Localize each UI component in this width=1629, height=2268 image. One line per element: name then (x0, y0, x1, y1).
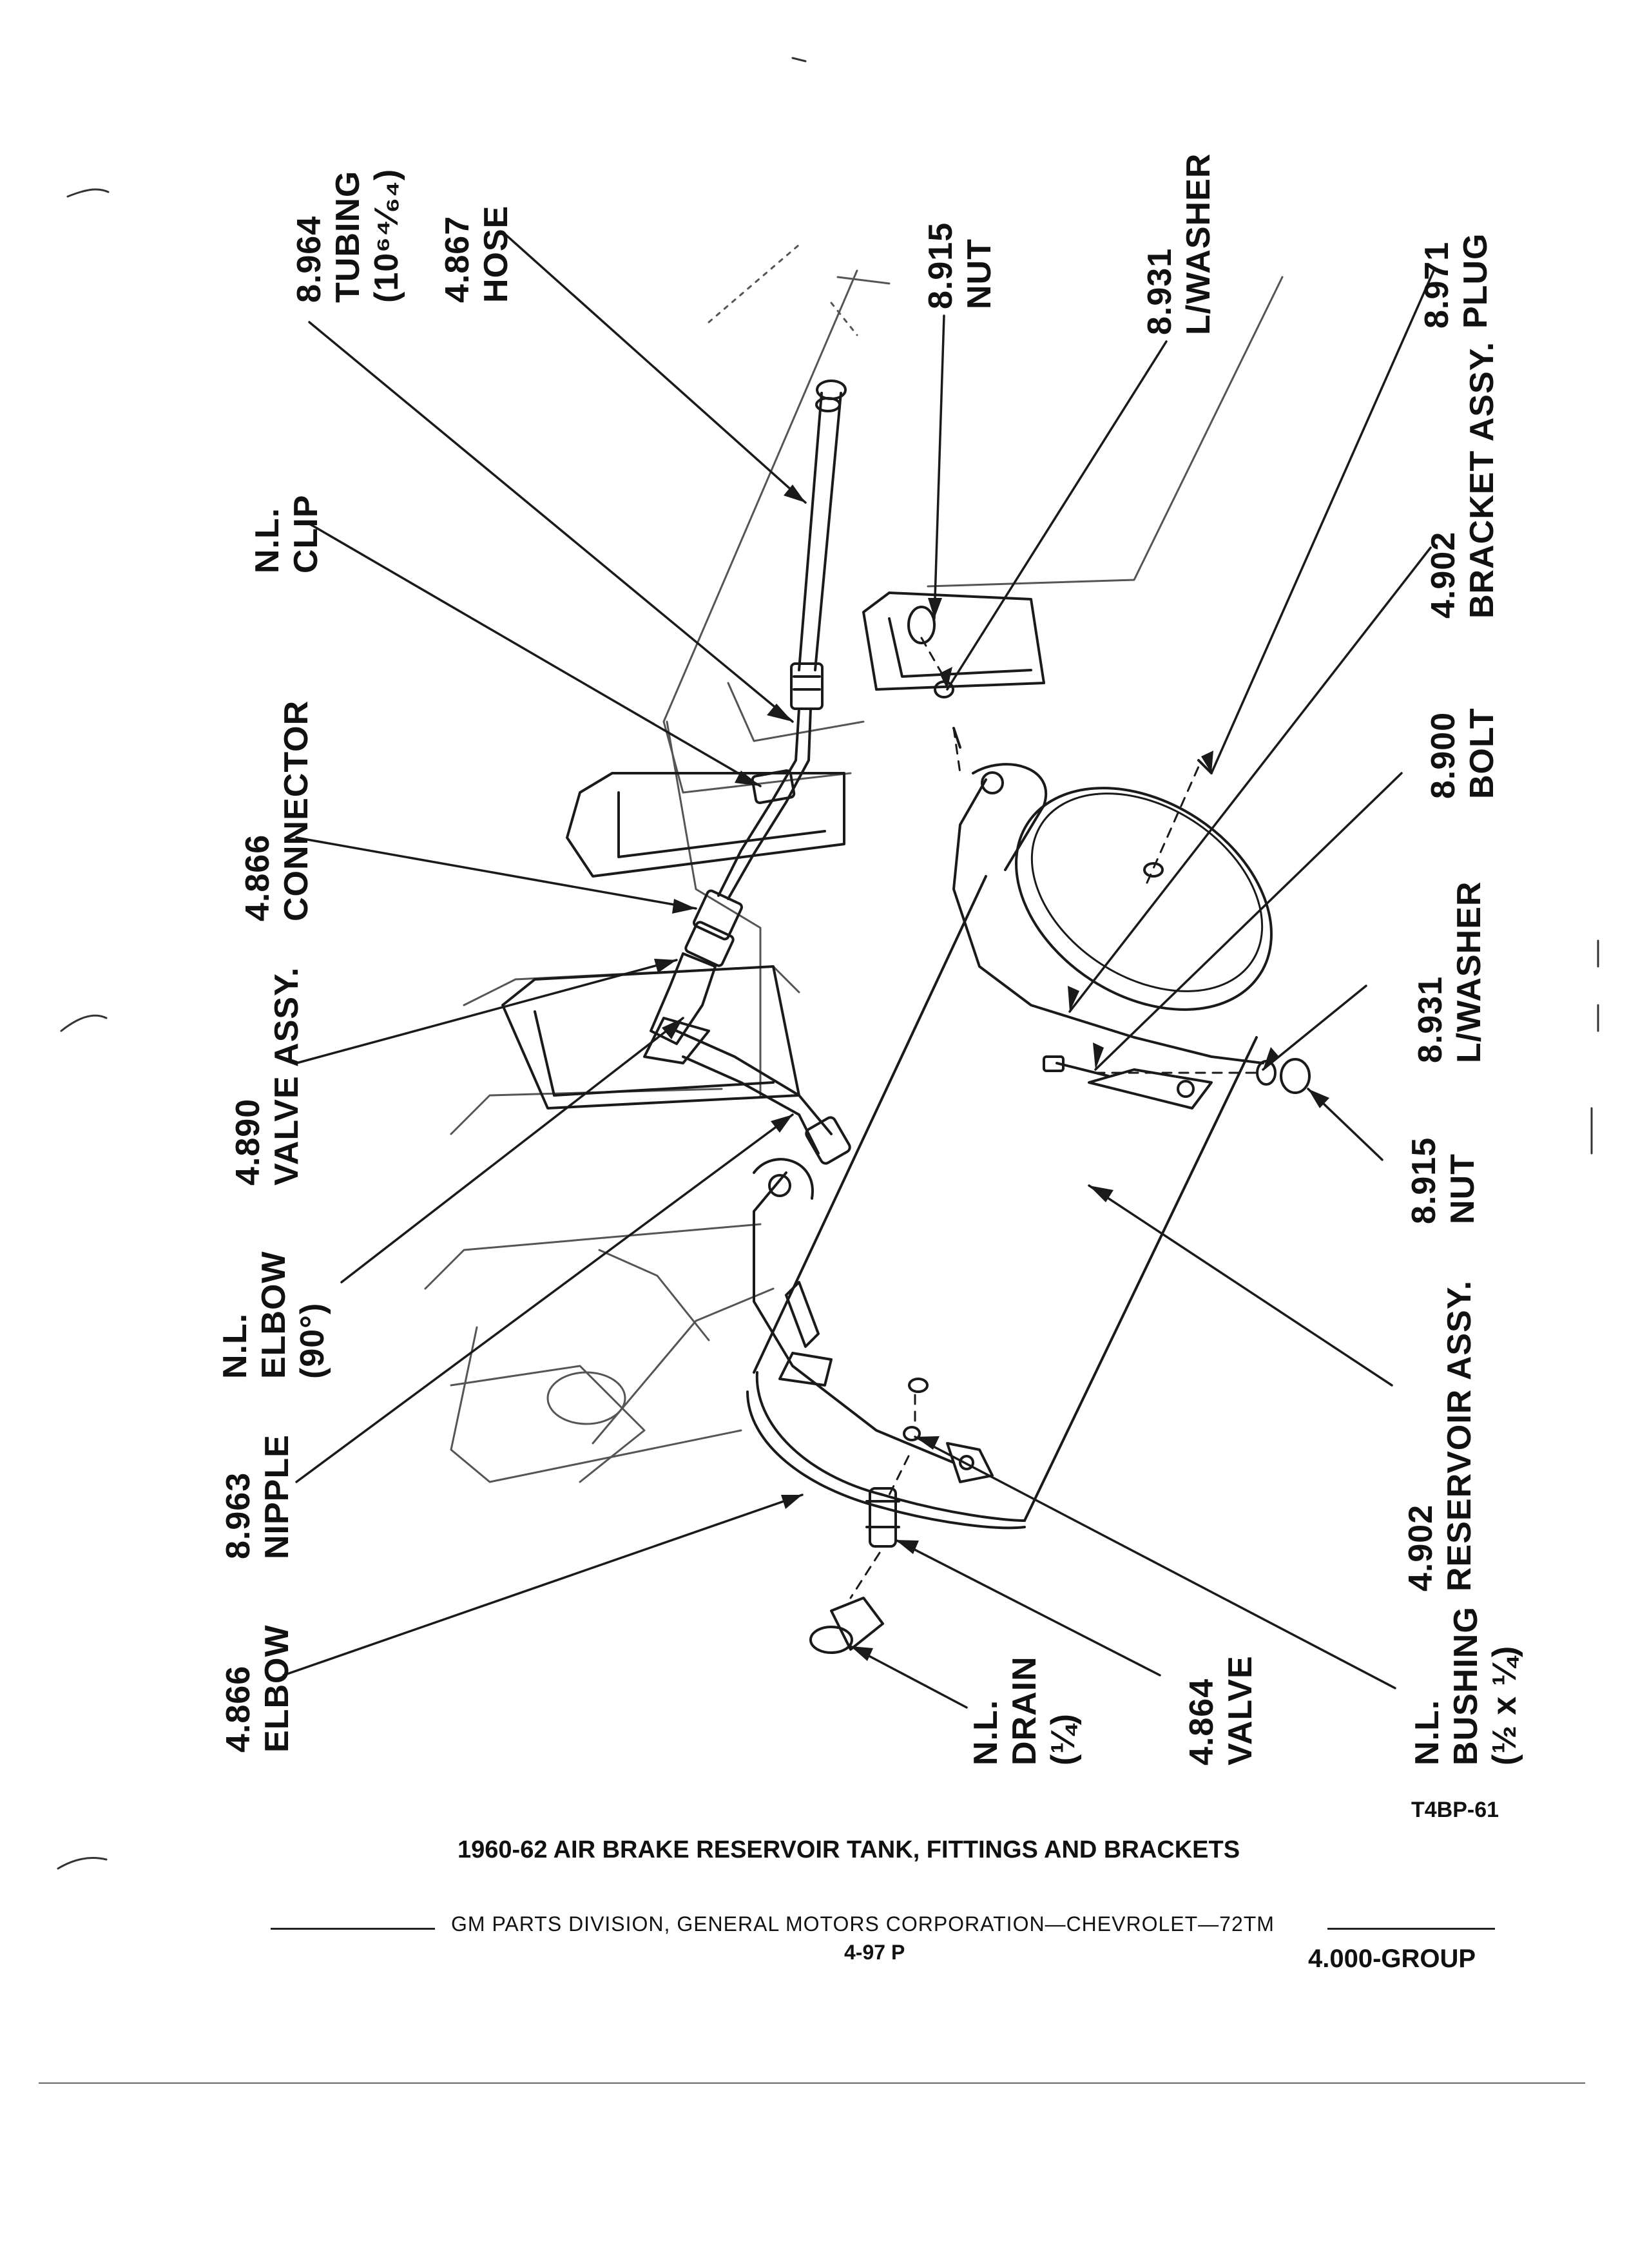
callout-nipple: 8.963 NIPPLE (220, 1434, 296, 1559)
callout-nut-bottom: 8.915 NUT (1405, 1137, 1481, 1224)
callout-elbow: 4.866 ELBOW (220, 1624, 296, 1753)
footer-publisher: GM PARTS DIVISION, GENERAL MOTORS CORPOR… (451, 1912, 1275, 1936)
callout-clip: N.L. CLIP (249, 494, 325, 573)
callout-hose: 4.867 HOSE (439, 205, 515, 303)
footer-group: 4.000-GROUP (1308, 1945, 1476, 1973)
callout-bracket: 4.902 BRACKET ASSY. (1425, 341, 1501, 619)
mounting-straps (753, 763, 1264, 1483)
figure-id: T4BP-61 (1411, 1798, 1499, 1822)
callout-drain: N.L. DRAIN (¼) (967, 1656, 1082, 1765)
scan-marks (57, 57, 1599, 1870)
footer-rule-right (1327, 1928, 1495, 1930)
footer-page: 4-97 P (844, 1941, 905, 1964)
callout-tubing: 8.964 TUBING (10⁶⁴⁄₆₄) (291, 168, 405, 303)
callout-connector: 4.866 CONNECTOR (239, 700, 315, 921)
callout-bushing: N.L. BUSHING (½ x ¼) (1409, 1606, 1523, 1765)
alignment-lines (849, 637, 1264, 1599)
callout-reservoir: 4.902 RESERVOIR ASSY. (1402, 1280, 1478, 1591)
frame-brackets (501, 591, 1045, 1110)
valve-fittings (643, 889, 851, 1165)
callout-bolt: 8.900 BOLT (1425, 707, 1501, 799)
leader-lines (282, 231, 1435, 1709)
arrowheads (654, 485, 1329, 1661)
scan-bottom-rule (39, 2082, 1585, 2084)
callout-valve: 4.864 VALVE (1183, 1655, 1259, 1765)
callout-nut-top: 8.915 NUT (922, 222, 998, 309)
callout-elbow-90: N.L. ELBOW (90°) (217, 1251, 331, 1379)
hose-and-tubing (717, 380, 847, 900)
footer-rule-left (271, 1928, 435, 1930)
reservoir-tank (746, 787, 1273, 1530)
callout-valve-assy: 4.890 VALVE ASSY. (229, 966, 305, 1186)
loose-hardware (778, 606, 1311, 1654)
figure-title: 1960-62 AIR BRAKE RESERVOIR TANK, FITTIN… (458, 1836, 1240, 1863)
callout-lwasher-bottom: 8.931 L/WASHER (1412, 881, 1488, 1063)
callout-lwasher-top: 8.931 L/WASHER (1141, 153, 1217, 335)
callout-plug: 8.971 PLUG (1418, 233, 1494, 329)
